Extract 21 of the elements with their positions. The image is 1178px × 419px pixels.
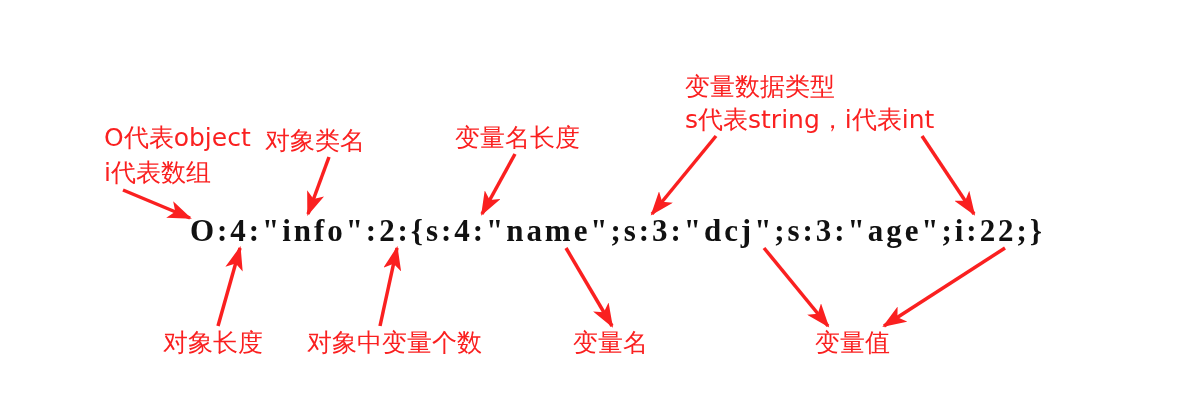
arrow [480,153,517,216]
arrow [564,247,614,328]
annotation-text: 对象长度 [163,326,263,359]
arrow [762,246,830,328]
arrow [122,188,192,220]
annotation-text: O代表object [104,122,251,154]
arrow [882,246,1006,328]
annotation-text: 变量名长度 [455,121,580,154]
arrow [378,246,402,327]
annotation-text: 变量名 [573,326,648,359]
annotation-text: 变量数据类型 [685,71,835,103]
annotation-text: 对象类名 [265,124,365,157]
arrow [650,134,718,216]
arrow [306,156,331,216]
annotation-text: s代表string，i代表int [685,104,935,136]
annotation-text: i代表数组 [104,157,211,189]
code-text: O:4:"info":2:{s:4:"name";s:3:"dcj";s:3:"age";i:22;} [190,214,1045,248]
arrow [216,246,243,327]
arrow [920,135,976,216]
annotation-text: 变量值 [815,326,890,359]
annotation-text: 对象中变量个数 [307,326,482,359]
